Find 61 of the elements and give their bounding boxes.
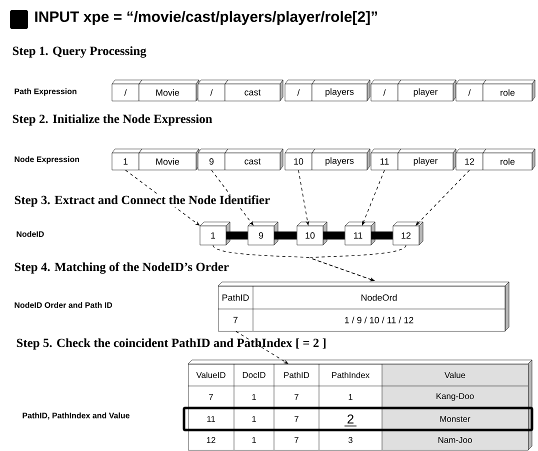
table-cell: ValueID: [196, 372, 226, 378]
path-step-box: /: [456, 80, 486, 102]
node-id-box: 10: [296, 222, 328, 246]
node-id-box: 9: [248, 222, 278, 246]
path-step-box: cast: [224, 80, 284, 102]
connector-bar: [226, 232, 248, 240]
path-step-box: /: [284, 80, 316, 102]
dashed-arrow: [310, 244, 406, 282]
connector-bar: [323, 232, 345, 240]
table-cell: 1: [252, 394, 256, 400]
connector-bar: [371, 232, 393, 240]
path-step-box: cast: [224, 148, 284, 170]
path-step-box: players: [312, 80, 370, 102]
path-step-box: players: [312, 148, 370, 170]
table-cell: 12: [206, 437, 216, 443]
row-label: Path Expression: [14, 88, 76, 96]
row-label: NodeID: [16, 231, 44, 237]
path-step-box: 1: [112, 148, 142, 170]
table-cell: PathID: [284, 372, 310, 378]
step-heading: Step 5. Check the coincident PathID and PathIndex [ = 2 ]: [16, 338, 326, 350]
table-cell: 7: [294, 416, 298, 422]
table-cell: 7: [294, 394, 298, 400]
step-heading: Step 2. Initialize the Node Expression: [12, 114, 212, 126]
path-step-box: /: [112, 80, 142, 102]
table-cell: 1: [252, 416, 256, 422]
table-cell: 1: [252, 437, 256, 443]
path-step-box: 11: [370, 148, 402, 170]
step-heading: Step 3. Extract and Connect the Node Identifier: [14, 194, 270, 208]
table-cell: 2: [348, 414, 354, 424]
table-cell: 7: [294, 437, 298, 443]
path-step-box: 9: [198, 148, 228, 170]
path-step-box: /: [198, 80, 228, 102]
row-label: NodeID Order and Path ID: [14, 302, 112, 308]
table-cell: Monster: [440, 416, 470, 422]
path-step-box: player: [398, 80, 456, 102]
table-cell: Kang-Doo: [436, 393, 474, 401]
path-step-box: role: [482, 148, 536, 170]
title: INPUT xpe = “/movie/cast/players/player/role[2]”: [35, 11, 377, 25]
table-cell: 11: [207, 416, 215, 422]
table-cell: DocID: [242, 372, 266, 378]
node-id-box: 1: [200, 222, 230, 246]
path-step-box: Movie: [138, 80, 200, 102]
table-cell: Nam-Joo: [438, 437, 472, 443]
path-step-box: player: [398, 148, 456, 170]
table-cell: 3: [348, 436, 352, 443]
step-heading: Step 1. Query Processing: [12, 46, 146, 58]
table-cell: 7: [209, 394, 213, 400]
path-step-box: Movie: [138, 148, 200, 170]
table-cell: PathIndex: [332, 372, 370, 378]
path-step-box: /: [370, 80, 402, 102]
path-step-box: role: [482, 80, 536, 102]
node-id-box: 12: [392, 222, 424, 246]
connector-bar: [274, 232, 297, 240]
table-cell: Value: [444, 372, 466, 378]
row-label: Node Expression: [14, 156, 80, 164]
row-label: PathID, PathIndex and Value: [22, 412, 130, 420]
table-cell: 1: [348, 394, 352, 400]
node-id-box: 11: [344, 222, 376, 246]
step-heading: Step 4. Matching of the NodeID’s Order: [14, 262, 229, 274]
path-step-box: 10: [284, 148, 316, 170]
path-step-box: 12: [456, 148, 486, 170]
